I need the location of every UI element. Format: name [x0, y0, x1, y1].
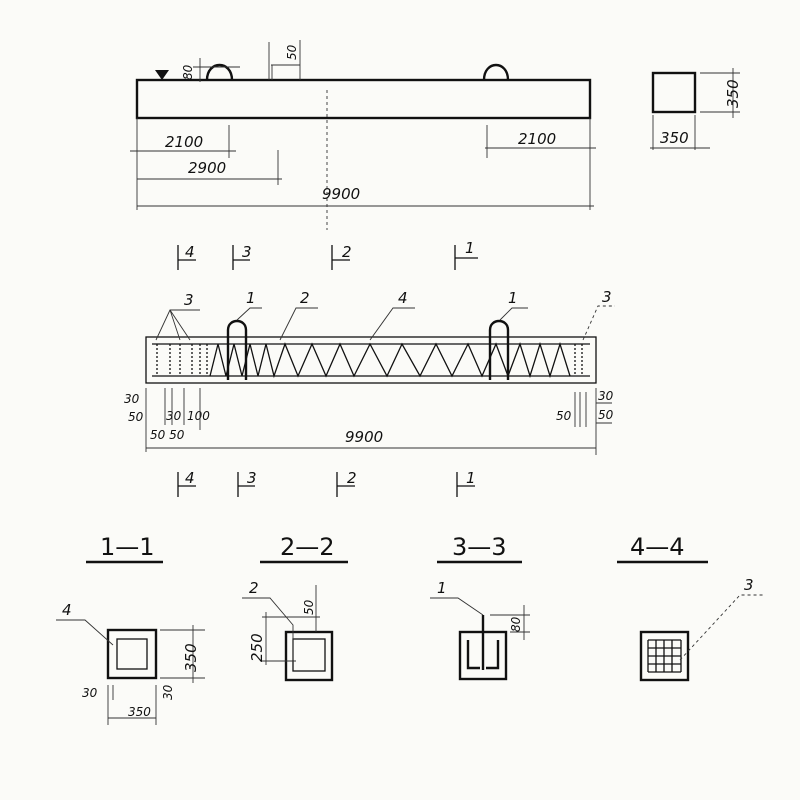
dim-cover-30b: 30 [161, 684, 175, 700]
section-2-2: 2—2 2 250 50 [242, 533, 348, 682]
callout-4: 4 [62, 601, 72, 619]
callout-3-left: 3 [184, 291, 194, 309]
beam-section-outline: 350 350 [650, 68, 742, 150]
dim-cover-30: 30 [82, 686, 98, 700]
lifting-loop-right [482, 63, 510, 81]
dim-50: 50 [128, 410, 144, 424]
section-title: 4—4 [630, 533, 685, 561]
dim-section-height: 350 [724, 79, 742, 108]
dim-80: 80 [509, 616, 523, 632]
dim-height-350: 350 [182, 643, 200, 672]
dim-100: 100 [187, 409, 210, 423]
dim-30: 30 [124, 392, 140, 406]
section-title: 3—3 [452, 533, 507, 561]
dim-50-right: 50 [556, 409, 572, 423]
callout-2: 2 [249, 579, 259, 597]
mark-4: 4 [185, 469, 195, 487]
mark-1: 1 [465, 239, 475, 257]
mark-2: 2 [342, 243, 352, 261]
dim-left-2100: 2100 [165, 133, 203, 151]
mark-3: 3 [242, 243, 252, 261]
dim-total-9900: 9900 [345, 428, 383, 446]
mark-1: 1 [466, 469, 476, 487]
section-title: 2—2 [280, 533, 335, 561]
dim-section-width: 350 [660, 129, 689, 147]
reinforcement-view: 3 1 2 4 1 3 30 50 50 50 30 100 50 30 50 … [124, 288, 615, 455]
dim-2900: 2900 [188, 159, 226, 177]
dim-50-50: 50 50 [150, 428, 185, 442]
level-marker-icon [155, 70, 169, 80]
lifting-loop-left [226, 319, 248, 380]
dim-250: 250 [248, 633, 266, 662]
lifting-loop-left [205, 63, 234, 81]
callout-3: 3 [744, 576, 754, 594]
beam-elevation: 80 50 2100 2100 2900 9900 [130, 40, 596, 230]
callout-1-right: 1 [508, 289, 518, 307]
dim-30-right: 30 [598, 389, 614, 403]
dim-width-350: 350 [128, 705, 151, 719]
dim-50: 50 [302, 599, 316, 615]
callout-3-right: 3 [602, 288, 612, 306]
section-marks-top: 4 3 2 1 [177, 239, 478, 270]
dim-30b: 30 [166, 409, 182, 423]
lifting-loop-right [488, 319, 510, 380]
dim-top-50: 50 [285, 44, 299, 60]
section-title: 1—1 [100, 533, 155, 561]
section-3-3: 3—3 1 80 [430, 533, 530, 681]
dim-right-2100: 2100 [518, 130, 556, 148]
mark-4: 4 [185, 243, 195, 261]
callout-2: 2 [300, 289, 310, 307]
section-4-4: 4—4 3 [617, 533, 765, 682]
dim-hook-height: 80 [181, 64, 195, 80]
callout-1-left: 1 [246, 289, 256, 307]
section-1-1: 1—1 4 350 30 350 30 [56, 533, 205, 725]
dim-total-9900: 9900 [322, 185, 360, 203]
mark-3: 3 [247, 469, 257, 487]
section-marks-bottom: 4 3 2 1 [177, 469, 476, 497]
callout-1: 1 [437, 579, 447, 597]
callout-4: 4 [398, 289, 408, 307]
dim-50b-right: 50 [598, 408, 614, 422]
mark-2: 2 [347, 469, 357, 487]
beam-outline [135, 78, 592, 120]
